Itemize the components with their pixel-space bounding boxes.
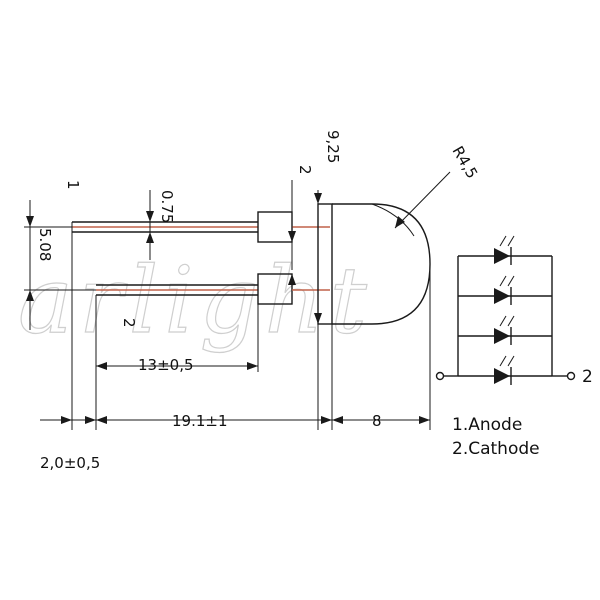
lead-shoulder-2 (257, 273, 293, 305)
dim-lead-length-total: 19.1±1 (172, 412, 228, 430)
dim-standoff: 2 (296, 165, 314, 175)
dimension-lines (24, 171, 451, 430)
led-schematic: 2 (435, 235, 593, 387)
dimension-labels: 0.75 5.08 9,25 2 R4,5 13±0,5 19.1±1 8 2,… (36, 130, 481, 472)
legend-anode: 1.Anode (452, 415, 522, 435)
lead-1 (72, 221, 258, 233)
dim-radius: R4,5 (449, 143, 482, 182)
schematic-terminal-2: 2 (582, 367, 593, 387)
led-symbol (458, 235, 552, 265)
dim-body-height: 9,25 (324, 130, 342, 163)
legend-cathode: 2.Cathode (452, 439, 540, 459)
pin-label-2: 2 (120, 318, 138, 328)
dim-lead-pitch: 5.08 (36, 228, 54, 261)
pin-legend: 1.Anode 2.Cathode (452, 415, 540, 459)
dim-lead-length-short: 13±0,5 (138, 356, 194, 374)
led-symbol (458, 315, 552, 345)
terminal-2-dot (566, 371, 576, 381)
pin-label-1: 1 (64, 180, 82, 190)
led-symbol (458, 355, 552, 385)
lead-shoulder-1 (257, 211, 293, 243)
terminal-1-dot (435, 371, 445, 381)
watermark-text: arlight (18, 247, 373, 354)
dim-body-length: 8 (372, 412, 382, 430)
lead-2 (96, 284, 258, 296)
dim-lead-width: 0.75 (158, 190, 176, 223)
dim-lead-offset: 2,0±0,5 (40, 454, 100, 472)
led-symbol (458, 275, 552, 305)
